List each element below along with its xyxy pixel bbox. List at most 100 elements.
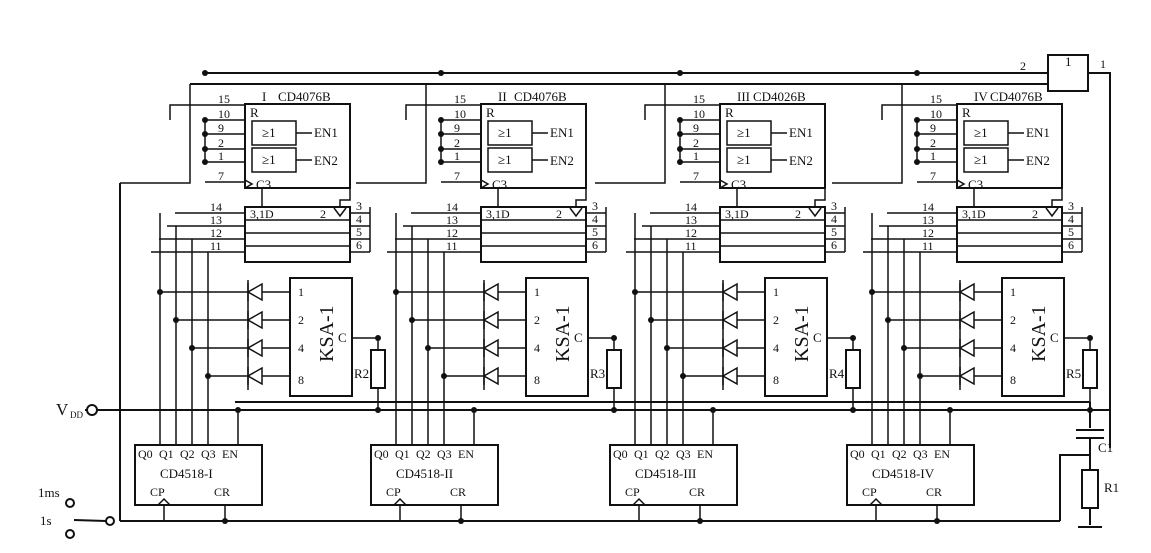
gate-2-symbol: ≥1 xyxy=(498,152,512,167)
counter-cp-label: CP xyxy=(862,485,877,499)
counter-clock-mark xyxy=(393,497,407,506)
junction-dot xyxy=(375,407,381,413)
counter-output-Q1: Q1 xyxy=(159,447,174,461)
diode-symbol xyxy=(958,282,975,302)
junction-dot xyxy=(222,518,228,524)
c1-label: C1 xyxy=(1098,440,1113,455)
register-pin-11: 11 xyxy=(210,239,222,253)
diode-symbol xyxy=(721,310,738,330)
clock-label: C3 xyxy=(256,177,271,192)
register-out-label: 2 xyxy=(320,207,326,221)
junction-dot xyxy=(202,70,208,76)
clock-label: C3 xyxy=(731,177,746,192)
junction-dot xyxy=(850,407,856,413)
counter-body xyxy=(609,444,738,506)
input-1ms-terminal[interactable] xyxy=(65,498,75,508)
pin15-ground xyxy=(644,104,680,120)
diode-symbol xyxy=(246,310,263,330)
clock-feed xyxy=(120,84,191,184)
load-resistor xyxy=(606,349,622,389)
counter-clock-mark xyxy=(869,497,883,506)
diode-symbol xyxy=(246,282,263,302)
register-pin-14: 14 xyxy=(922,200,934,214)
junction-dot xyxy=(375,335,381,341)
latch-pin-1: 1 xyxy=(218,149,224,163)
junction-dot xyxy=(850,335,856,341)
resistor-label: R4 xyxy=(829,366,845,381)
diode-symbol xyxy=(958,310,975,330)
ksa-output-wire xyxy=(588,337,615,350)
counter-output-Q2: Q2 xyxy=(416,447,431,461)
diode-symbol xyxy=(958,366,975,386)
register-clock-wire xyxy=(814,188,826,207)
pin15-ground xyxy=(881,104,917,120)
latch-reset-label: R xyxy=(725,105,734,120)
ksa-body xyxy=(525,277,589,397)
register-pin-12: 12 xyxy=(685,226,697,240)
clock-triangle xyxy=(719,179,729,189)
latch-pin-15: 15 xyxy=(454,92,466,106)
latch-reset-label: R xyxy=(962,105,971,120)
counter-en-label: EN xyxy=(697,447,713,461)
ksa-pin-8: 8 xyxy=(1010,373,1016,387)
en1-label: EN1 xyxy=(314,125,338,140)
selector-switch[interactable] xyxy=(73,519,107,522)
counter-cr-label: CR xyxy=(689,485,705,499)
junction-dot xyxy=(438,70,444,76)
latch-body xyxy=(719,103,826,189)
resistor-label: R5 xyxy=(1066,366,1081,381)
counter-cp-label: CP xyxy=(150,485,165,499)
latch-pin-2: 2 xyxy=(693,136,699,150)
nor-output-pin: 1 xyxy=(1100,57,1106,71)
gate-1-symbol: ≥1 xyxy=(974,125,988,140)
clock-label: C3 xyxy=(968,177,983,192)
register-out-pin-3: 3 xyxy=(356,199,362,213)
counter-output-Q1: Q1 xyxy=(634,447,649,461)
latch-stage-number: I xyxy=(262,89,266,104)
input-1ms-label: 1ms xyxy=(38,485,60,500)
latch-chip-name: CD4076B xyxy=(278,89,331,104)
latch-stage-number: II xyxy=(498,89,507,104)
junction-dot xyxy=(677,70,683,76)
global-labels: 1 2 1 V DD 1ms 1s C1 R1 xyxy=(38,54,1119,528)
junction-dot xyxy=(914,70,920,76)
ksa-pin-1: 1 xyxy=(298,285,304,299)
gate-2-symbol: ≥1 xyxy=(737,152,751,167)
ksa-output-wire xyxy=(827,337,854,350)
clock-triangle xyxy=(244,179,254,189)
latch-pin-1: 1 xyxy=(930,149,936,163)
register-clock-mark xyxy=(808,207,822,218)
ksa-output-wire xyxy=(352,337,379,350)
ksa-name: KSA-1 xyxy=(316,305,338,362)
ksa-pin-4: 4 xyxy=(1010,341,1016,355)
latch-pin-7: 7 xyxy=(218,169,224,183)
register-pin-12: 12 xyxy=(446,226,458,240)
junction-dot xyxy=(1087,335,1093,341)
vdd-terminal[interactable] xyxy=(86,404,98,416)
ksa-pin-1: 1 xyxy=(773,285,779,299)
counter-en-label: EN xyxy=(934,447,950,461)
pin15-ground xyxy=(405,104,441,120)
en2-label: EN2 xyxy=(789,153,813,168)
register-out-label: 2 xyxy=(556,207,562,221)
counter-clock-mark xyxy=(157,497,171,506)
en2-label: EN2 xyxy=(1026,153,1050,168)
counter-output-Q0: Q0 xyxy=(613,447,628,461)
register-pin-13: 13 xyxy=(446,213,458,227)
ksa-body xyxy=(1001,277,1065,397)
register-out-pin-6: 6 xyxy=(592,238,598,252)
counter-output-Q2: Q2 xyxy=(180,447,195,461)
nor-gate-symbol: 1 xyxy=(1065,54,1072,69)
register-pin-11: 11 xyxy=(446,239,458,253)
latch-chip-name: CD4076B xyxy=(990,89,1043,104)
switch-common-terminal[interactable] xyxy=(105,516,115,526)
en2-label: EN2 xyxy=(314,153,338,168)
latch-body xyxy=(956,103,1063,189)
ksa-pin-2: 2 xyxy=(298,313,304,327)
latch-pin-10: 10 xyxy=(218,107,230,121)
input-1s-terminal[interactable] xyxy=(65,529,75,539)
counter-output-Q0: Q0 xyxy=(850,447,865,461)
gate-1-symbol: ≥1 xyxy=(498,125,512,140)
